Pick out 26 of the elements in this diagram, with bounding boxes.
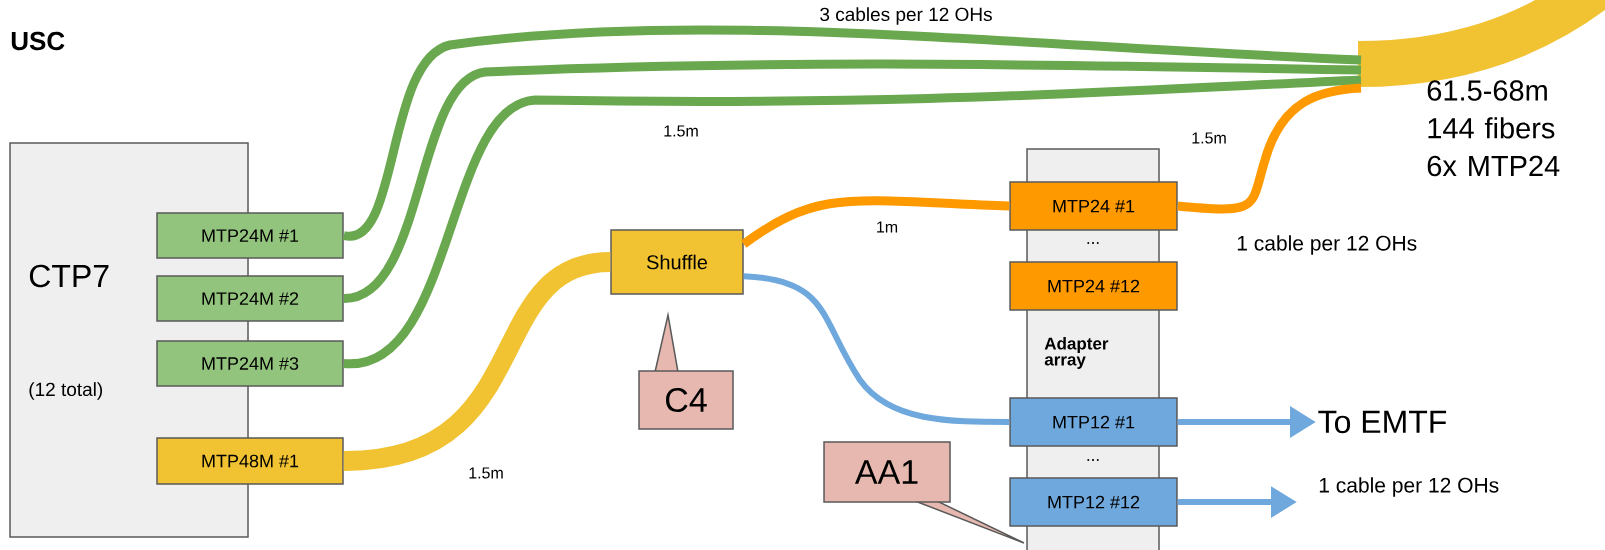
cable xyxy=(342,59,1362,303)
connector-box: MTP12 #12 xyxy=(1009,477,1178,527)
connector-box: MTP24M #2 xyxy=(156,275,344,322)
cable xyxy=(741,196,1010,248)
callout: AA1 xyxy=(823,441,1025,544)
connector-box: MTP12 #1 xyxy=(1009,397,1178,447)
cable-note: 1 cable per 12 OHs xyxy=(1237,235,1417,255)
cable-note: 3 cables per 12 OHs xyxy=(820,7,992,25)
connector-box: MTP24 #1 xyxy=(1009,181,1178,231)
length-label: 1.5m xyxy=(664,125,698,137)
cable-note: 1 cable per 12 OHs xyxy=(1319,477,1499,497)
connector-box: MTP48M #1 xyxy=(156,437,344,485)
destination-label: To EMTF xyxy=(1318,410,1447,434)
length-label: 1.5m xyxy=(469,467,503,479)
cable xyxy=(1177,83,1362,214)
connector-box: MTP24M #3 xyxy=(156,340,344,387)
callout: C4 xyxy=(638,311,734,430)
cable-spec: 61.5-68m 144 fibers 6x MTP24 xyxy=(1427,80,1560,177)
length-label: 1m xyxy=(877,221,898,233)
shuffle-box: Shuffle xyxy=(610,229,744,295)
title: USC xyxy=(11,31,65,51)
length-label: 1.5m xyxy=(1192,132,1226,144)
connector-box: MTP24 #12 xyxy=(1009,261,1178,311)
connector-box: MTP24M #1 xyxy=(156,212,344,259)
cable xyxy=(343,75,1362,368)
cable xyxy=(743,273,1010,425)
